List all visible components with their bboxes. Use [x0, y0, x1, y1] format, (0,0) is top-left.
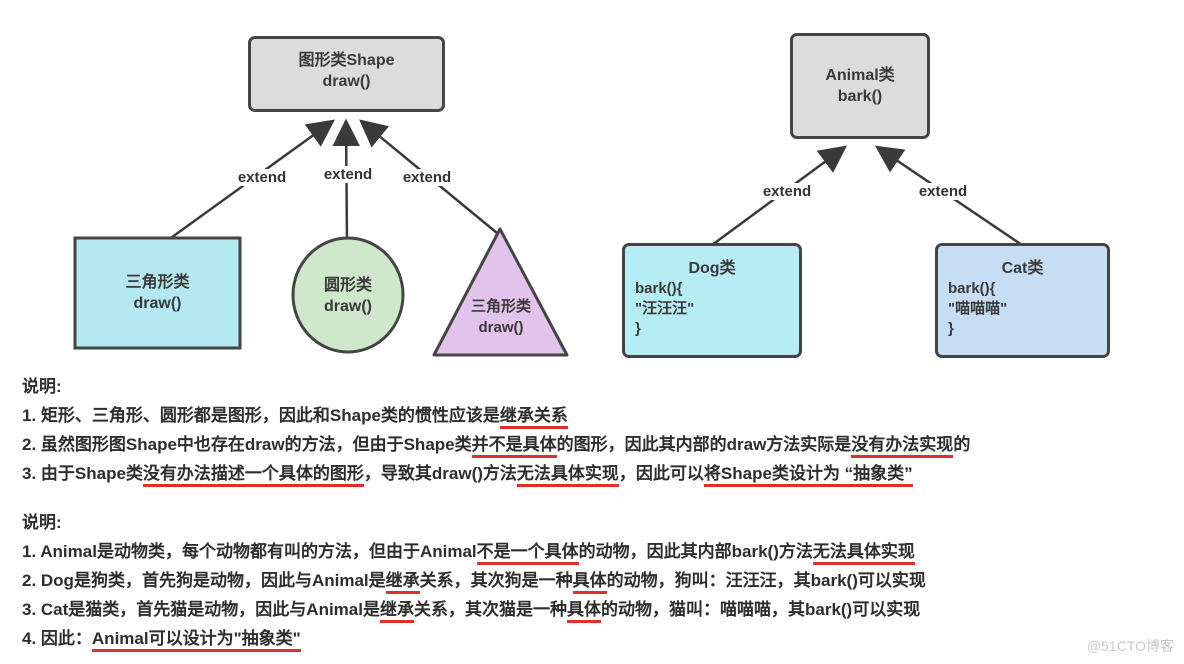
triangle-node-method: draw() [478, 319, 524, 336]
dog-class-title: Dog类 [688, 260, 736, 277]
dog-body-line: } [635, 320, 641, 337]
text-segment: 2. Dog是狗类，首先狗是动物，因此与Animal是 [22, 571, 386, 590]
circle-node-title: 圆形类 [323, 277, 372, 294]
circle-shape-node [291, 236, 405, 354]
animal-notes-section: 说明: 1. Animal是动物类，每个动物都有叫的方法，但由于Animal不是… [22, 508, 926, 653]
extend-label: extend [758, 183, 816, 200]
underlined-phrase: 继承关系 [499, 406, 568, 429]
text-segment: 关系，其次狗是一种 [419, 571, 573, 590]
underlined-phrase: 不是一个具体 [476, 542, 579, 565]
extend-label: extend [914, 183, 972, 200]
text-segment: 2. 虽然图形图Shape中也存在draw的方法，但由于Shape类 [22, 435, 472, 454]
extend-label: extend [233, 169, 291, 186]
note-line: 2. 虽然图形图Shape中也存在draw的方法，但由于Shape类并不是具体的… [22, 430, 970, 459]
cat-class-box: Cat类 bark(){ "喵喵喵" } [935, 243, 1110, 358]
cat-class-title: Cat类 [1001, 260, 1044, 277]
underlined-phrase: 继承 [385, 571, 420, 594]
rectangle-node-method: draw() [133, 295, 182, 312]
text-segment: 的动物，因此其内部bark()方法 [578, 542, 813, 561]
cat-body-line: bark(){ [948, 280, 996, 297]
extend-label: extend [398, 169, 456, 186]
note-line: 1. Animal是动物类，每个动物都有叫的方法，但由于Animal不是一个具体… [22, 537, 926, 566]
underlined-phrase: 没有办法描述一个具体的图形 [142, 464, 364, 487]
text-segment: 1. 矩形、三角形、圆形都是图形，因此和Shape类的惯性应该是 [22, 406, 500, 425]
underlined-phrase: 将Shape类设计为 “抽象类” [703, 464, 913, 487]
underlined-phrase: 没有办法实现 [851, 435, 954, 458]
animal-class-box: Animal类 bark() [790, 33, 930, 139]
underlined-phrase: 无法具体实现 [812, 542, 915, 565]
text-segment: 4. 因此： [22, 629, 92, 648]
animal-class-method: bark() [837, 88, 883, 105]
triangle-node-label: 三角形类 draw() [440, 286, 562, 348]
underlined-phrase: 无法具体实现 [516, 464, 619, 487]
watermark: @51CTO博客 [1086, 638, 1174, 654]
note-line: 2. Dog是狗类，首先狗是动物，因此与Animal是继承关系，其次狗是一种具体… [22, 566, 926, 595]
text-segment: ，导致其draw()方法 [363, 464, 517, 483]
cat-class-body: bark(){ "喵喵喵" } [938, 279, 1107, 339]
underlined-phrase: Animal可以设计为"抽象类" [91, 629, 301, 652]
rectangle-node-title: 三角形类 [125, 274, 190, 291]
text-segment: ，因此可以 [618, 464, 704, 483]
shape-notes-section: 说明: 1. 矩形、三角形、圆形都是图形，因此和Shape类的惯性应该是继承关系… [22, 372, 970, 488]
text-segment: 的动物，猫叫：喵喵喵，其bark()可以实现 [600, 600, 921, 619]
shape-class-method: draw() [322, 73, 371, 90]
text-segment: 3. Cat是猫类，首先猫是动物，因此与Animal是 [22, 600, 380, 619]
text-segment: 的动物，狗叫：汪汪汪，其bark()可以实现 [606, 571, 926, 590]
note-line: 4. 因此：Animal可以设计为"抽象类" [22, 624, 926, 653]
shape-class-box: 图形类Shape draw() [248, 36, 445, 112]
note-line: 3. Cat是猫类，首先猫是动物，因此与Animal是继承关系，其次猫是一种具体… [22, 595, 926, 624]
cat-body-line: } [948, 320, 954, 337]
underlined-phrase: 并不是具体 [471, 435, 557, 458]
text-segment: 3. 由于Shape类 [22, 464, 143, 483]
notes-heading: 说明: [22, 377, 62, 396]
underlined-phrase: 具体 [566, 600, 601, 623]
rectangle-shape-node [73, 236, 242, 350]
dog-body-line: "汪汪汪" [635, 300, 695, 317]
note-line: 3. 由于Shape类没有办法描述一个具体的图形，导致其draw()方法无法具体… [22, 459, 970, 488]
note-line: 1. 矩形、三角形、圆形都是图形，因此和Shape类的惯性应该是继承关系 [22, 401, 970, 430]
extend-label: extend [319, 166, 377, 183]
animal-class-title: Animal类 [825, 67, 895, 84]
text-segment: 1. Animal是动物类，每个动物都有叫的方法，但由于Animal [22, 542, 477, 561]
shape-class-title: 图形类Shape [298, 52, 395, 69]
dog-class-body: bark(){ "汪汪汪" } [625, 279, 799, 339]
notes-heading: 说明: [22, 513, 62, 532]
triangle-node-title: 三角形类 [470, 298, 531, 315]
dog-body-line: bark(){ [635, 280, 683, 297]
rectangle-node-label: 三角形类 draw() [75, 238, 240, 348]
triangle-shape-node [432, 227, 569, 357]
circle-node-method: draw() [324, 298, 372, 315]
text-segment: 关系，其次猫是一种 [413, 600, 567, 619]
underlined-phrase: 具体 [572, 571, 607, 594]
underlined-phrase: 继承 [379, 600, 414, 623]
circle-node-label: 圆形类 draw() [293, 240, 403, 352]
dog-class-box: Dog类 bark(){ "汪汪汪" } [622, 243, 802, 358]
text-segment: 的 [953, 435, 971, 454]
cat-body-line: "喵喵喵" [948, 300, 1008, 317]
text-segment: 的图形，因此其内部的draw方法实际是 [556, 435, 852, 454]
